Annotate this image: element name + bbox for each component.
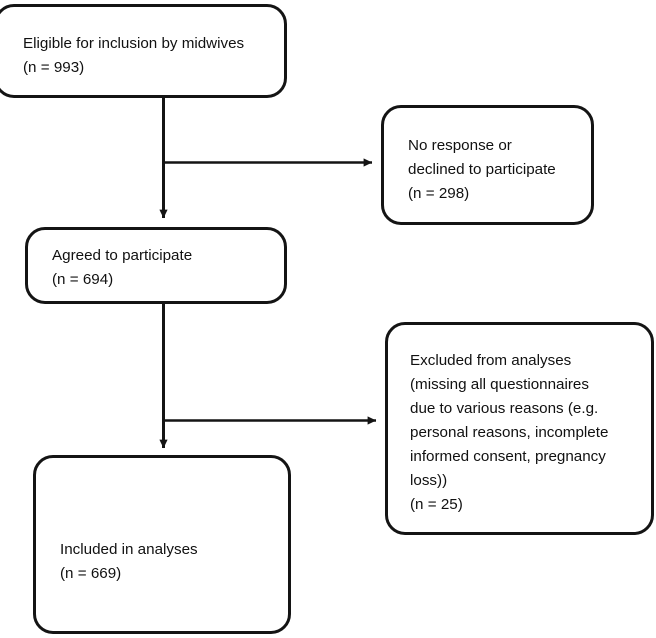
node-agreed-text: Agreed to participate (n = 694)	[52, 247, 193, 288]
node-eligible-for-inclusion: Eligible for inclusion by midwives (n = …	[0, 4, 287, 98]
node-included-in-analyses: Included in analyses (n = 669) – Before …	[33, 455, 291, 634]
node-eligible-text: Eligible for inclusion by midwives (n = …	[23, 35, 245, 76]
node-agreed-to-participate: Agreed to participate (n = 694)	[25, 227, 287, 304]
included-breakdown-list: – Before COVID-19 (n = 401) – During COV…	[60, 634, 303, 638]
node-no-response-text: No response or declined to participate (…	[408, 137, 556, 202]
node-no-response-or-declined: No response or declined to participate (…	[381, 105, 594, 225]
node-included-body: Included in analyses (n = 669) – Before …	[60, 490, 303, 638]
node-excluded-text: Excluded from analyses (missing all ques…	[410, 352, 609, 513]
node-excluded-from-analyses: Excluded from analyses (missing all ques…	[385, 322, 654, 535]
node-included-header: Included in analyses (n = 669)	[60, 541, 198, 582]
